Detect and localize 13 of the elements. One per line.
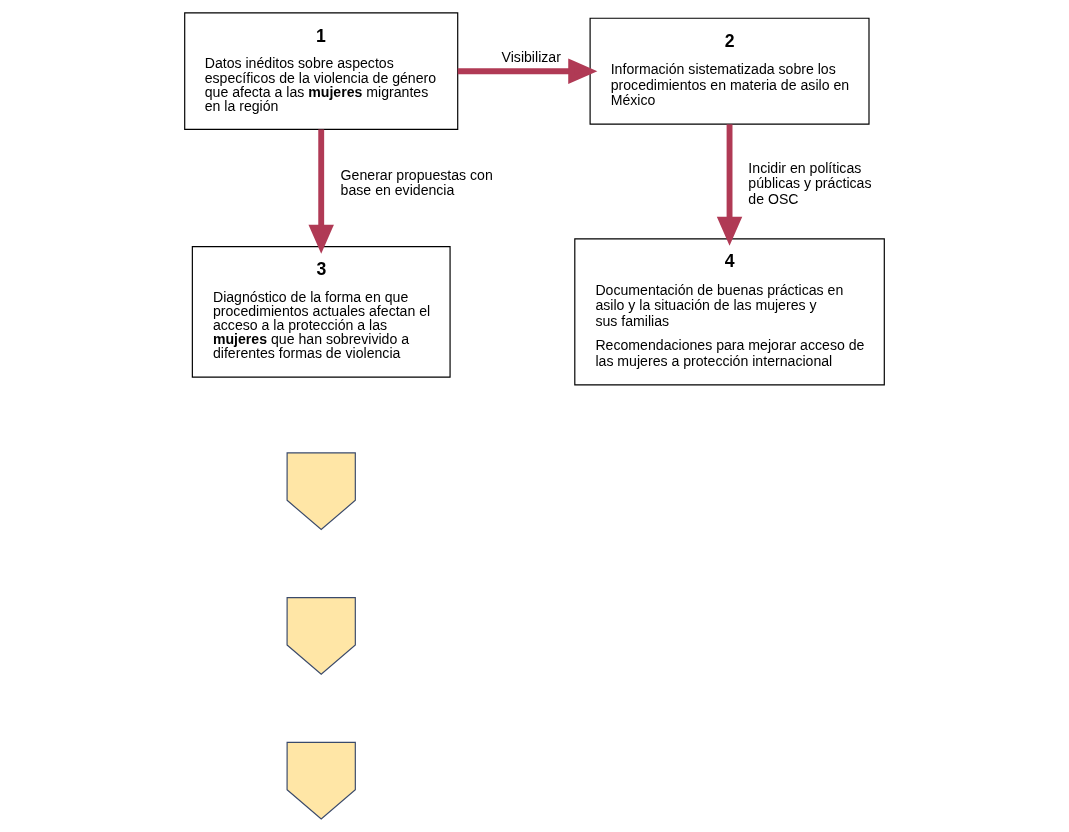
node-arrow [286, 597, 356, 676]
arrow [716, 124, 743, 246]
node-box: 4 Documentación de buenas prácticas en asilo y la situación de las mujeres y sus familias Recomendaciones para mejorar acceso de las mujeres a protección internacional [574, 238, 885, 386]
edge-label: Incidir en políticas públicas y prácticas de OSC [748, 160, 872, 207]
node-box: 1 Datos inéditos sobre aspectos específicos de la violencia de género que afecta a las mujeres migrantes en la región [184, 12, 459, 131]
arrow [308, 129, 334, 254]
node-box: 2 Información sistematizada sobre los procedimientos en materia de asilo en México [589, 17, 870, 125]
node-box: 3 Diagnóstico de la forma en que procedimientos actuales afectan el acceso a la protección a las mujeres que han sobrevivido a diferentes formas de violencia [191, 245, 451, 378]
arrow [457, 58, 598, 84]
node-arrow [286, 741, 356, 820]
edge-label: Generar propuestas con base en evidencia [340, 167, 493, 199]
node-arrow [286, 452, 356, 531]
edge-label: Visibilizar [501, 48, 561, 65]
